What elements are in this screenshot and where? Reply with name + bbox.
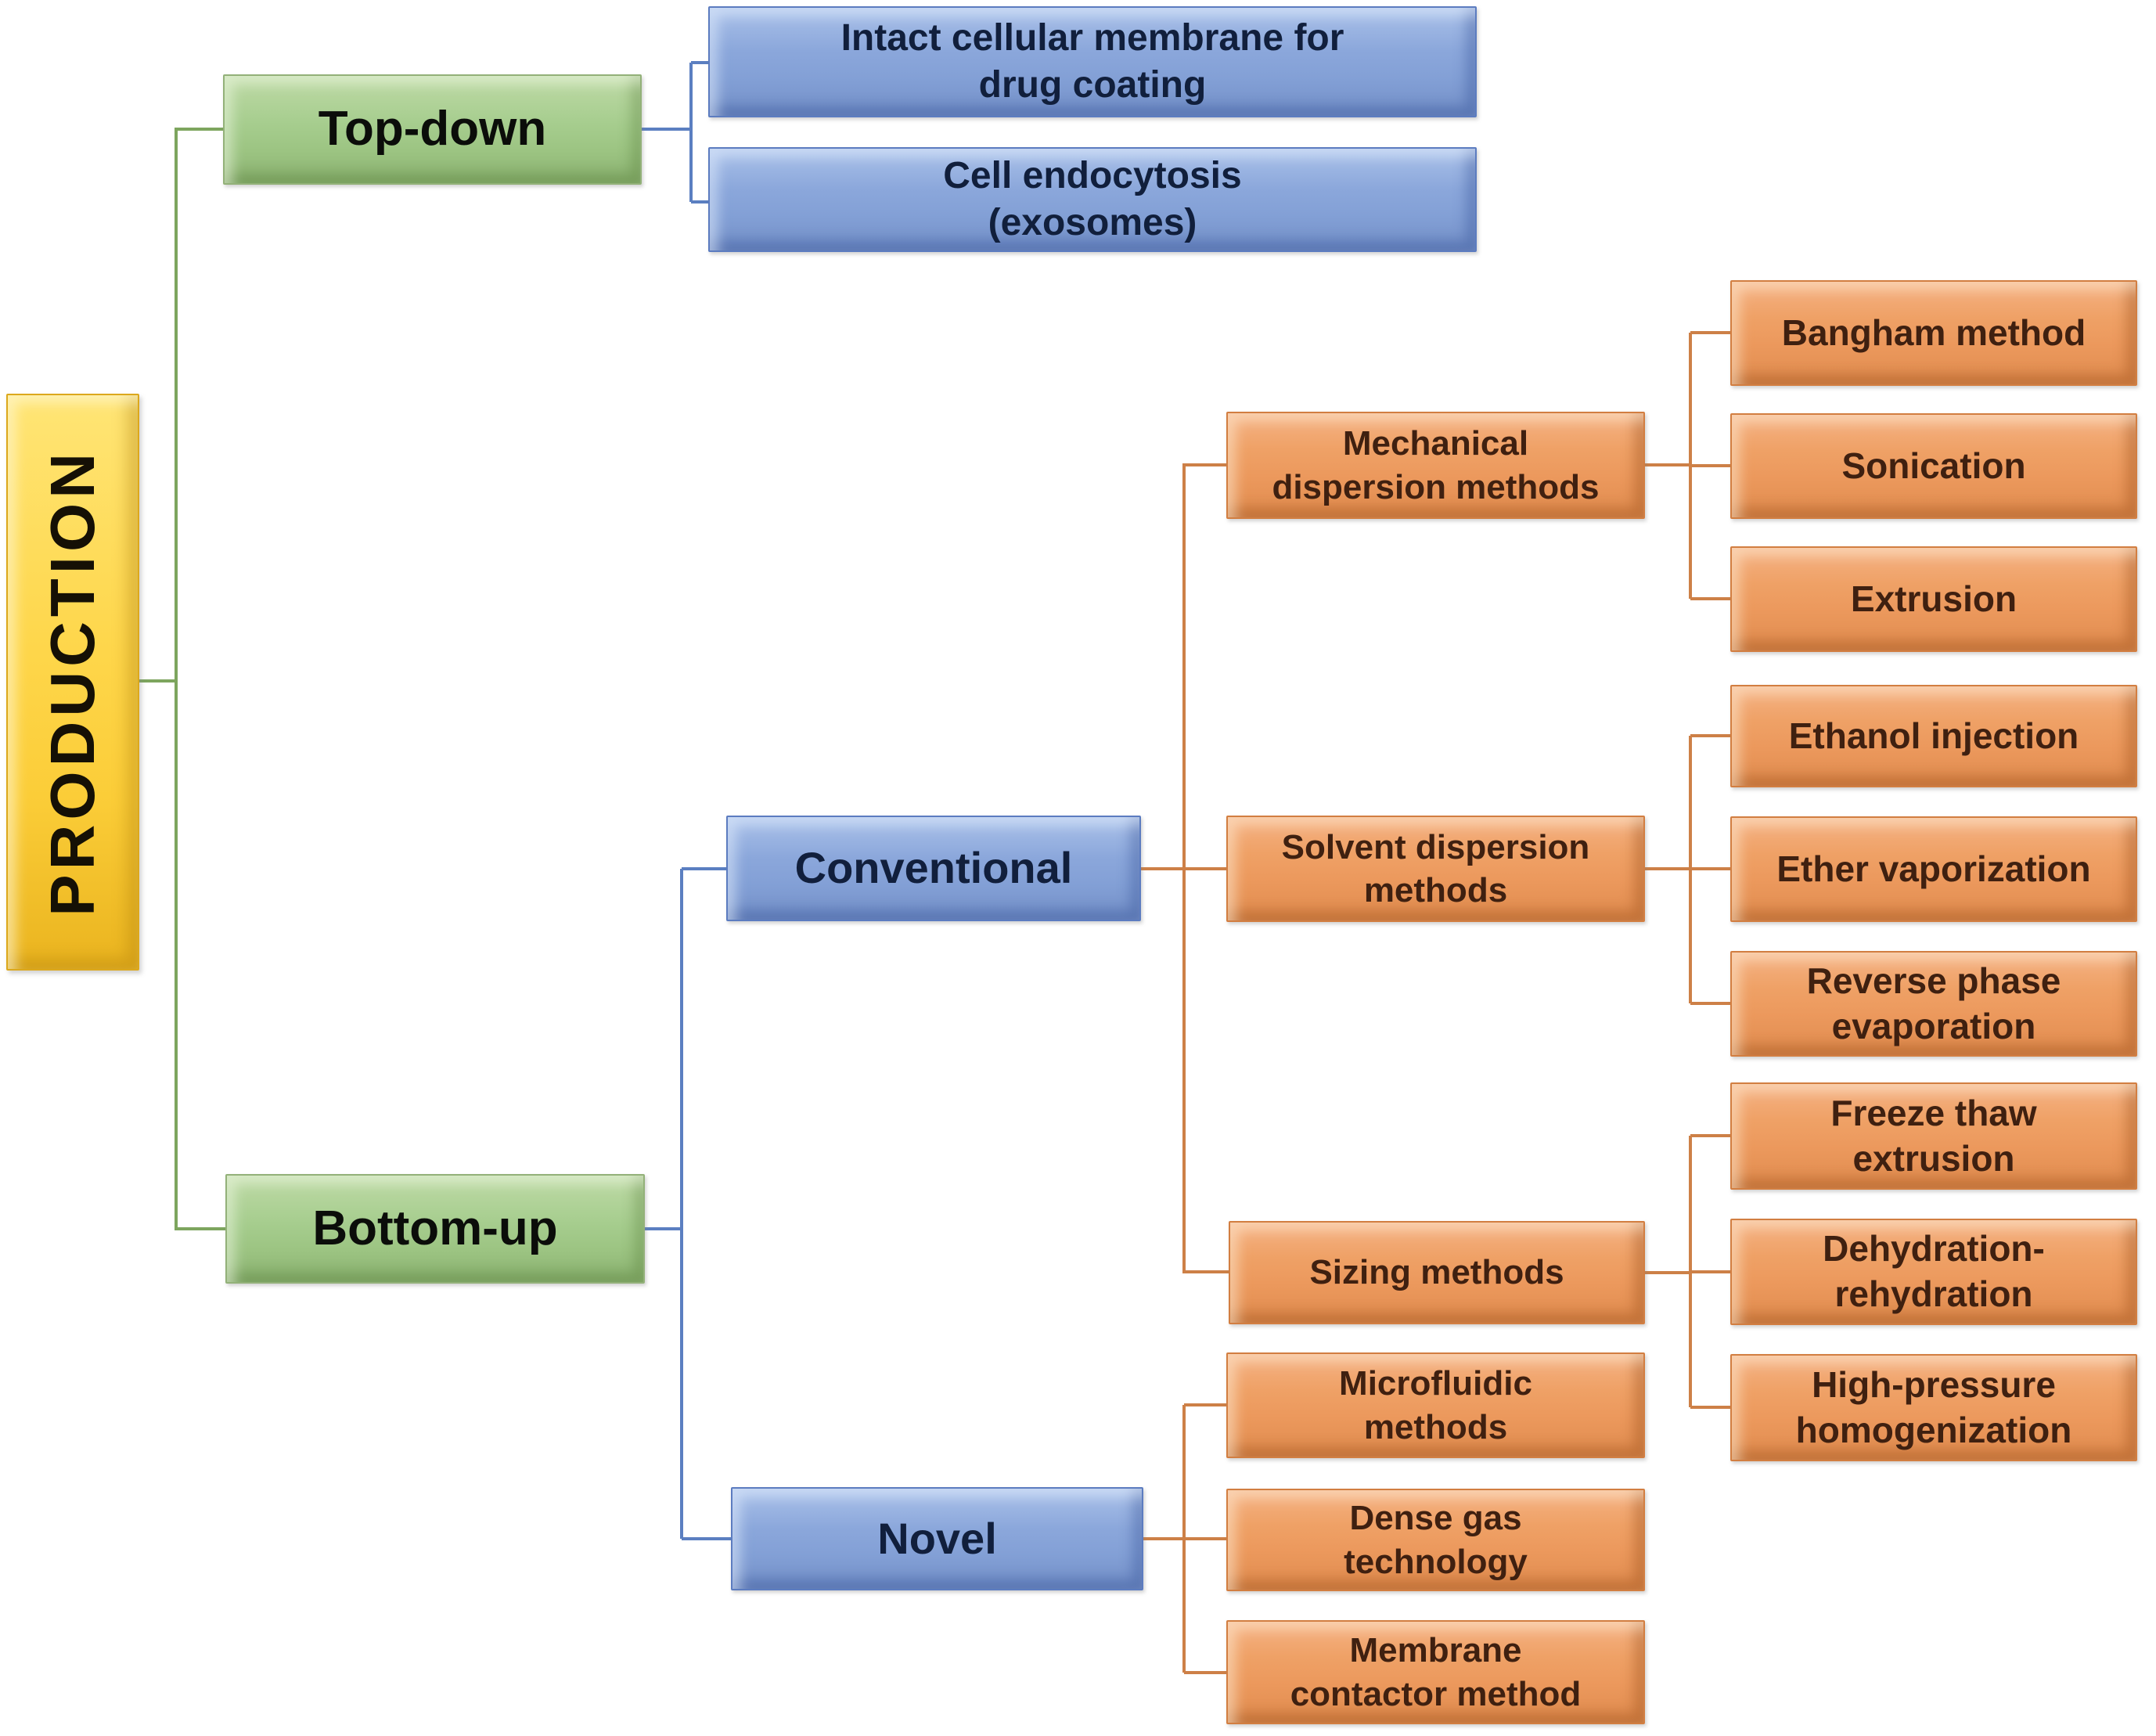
green-connectors	[139, 128, 225, 1230]
node-ethanol-injection: Ethanol injection	[1730, 685, 2137, 787]
node-microfluidic-methods: Microfluidic methods	[1226, 1352, 1645, 1458]
node-intact-cellular-membrane-label: Intact cellular membrane for drug coatin…	[840, 16, 1344, 106]
blue-connectors	[642, 61, 731, 1540]
node-solvent-dispersion-methods-label: Solvent dispersion methods	[1281, 827, 1590, 909]
node-sonication: Sonication	[1730, 413, 2137, 519]
node-mechanical-dispersion-methods: Mechanical dispersion methods	[1226, 412, 1645, 519]
node-bangham-method-label: Bangham method	[1781, 312, 2086, 353]
node-freeze-thaw-extrusion-label: Freeze thaw extrusion	[1830, 1092, 2037, 1179]
node-ethanol-injection-label: Ethanol injection	[1788, 715, 2079, 756]
node-reverse-phase-evaporation-label: Reverse phase evaporation	[1806, 960, 2061, 1046]
node-cell-endocytosis: Cell endocytosis (exosomes)	[708, 147, 1477, 252]
node-mechanical-dispersion-methods-label: Mechanical dispersion methods	[1272, 424, 1600, 506]
node-bottom-up-label: Bottom-up	[312, 1201, 558, 1255]
node-production: PRODUCTION	[6, 394, 139, 971]
node-high-pressure-homogenization-label: High-pressure homogenization	[1795, 1363, 2072, 1450]
node-dehydration-rehydration-label: Dehydration- rehydration	[1823, 1228, 2045, 1314]
node-dehydration-rehydration: Dehydration- rehydration	[1730, 1219, 2137, 1325]
node-extrusion-label: Extrusion	[1850, 578, 2017, 619]
node-high-pressure-homogenization: High-pressure homogenization	[1730, 1354, 2137, 1461]
node-sizing-methods-label: Sizing methods	[1309, 1253, 1564, 1292]
orange-connectors	[1141, 331, 1730, 1674]
node-conventional: Conventional	[726, 816, 1141, 921]
node-novel-label: Novel	[877, 1513, 997, 1563]
node-cell-endocytosis-label: Cell endocytosis (exosomes)	[943, 154, 1242, 243]
node-intact-cellular-membrane: Intact cellular membrane for drug coatin…	[708, 6, 1477, 117]
node-ether-vaporization-label: Ether vaporization	[1776, 848, 2091, 889]
node-top-down: Top-down	[223, 74, 642, 185]
node-sizing-methods: Sizing methods	[1229, 1221, 1645, 1324]
node-top-down-label: Top-down	[318, 102, 547, 157]
node-conventional-label: Conventional	[794, 843, 1073, 893]
node-freeze-thaw-extrusion: Freeze thaw extrusion	[1730, 1082, 2137, 1190]
node-membrane-contactor-method-label: Membrane contactor method	[1290, 1631, 1582, 1713]
node-microfluidic-methods-label: Microfluidic methods	[1339, 1364, 1532, 1446]
node-sonication-label: Sonication	[1841, 445, 2026, 486]
node-novel: Novel	[731, 1487, 1143, 1590]
node-extrusion: Extrusion	[1730, 546, 2137, 652]
node-bottom-up: Bottom-up	[225, 1174, 645, 1284]
node-reverse-phase-evaporation: Reverse phase evaporation	[1730, 951, 2137, 1057]
node-dense-gas-technology-label: Dense gas technology	[1344, 1499, 1528, 1581]
node-dense-gas-technology: Dense gas technology	[1226, 1489, 1645, 1591]
node-membrane-contactor-method: Membrane contactor method	[1226, 1620, 1645, 1724]
node-bangham-method: Bangham method	[1730, 280, 2137, 386]
node-solvent-dispersion-methods: Solvent dispersion methods	[1226, 816, 1645, 922]
node-production-label: PRODUCTION	[37, 448, 107, 917]
node-ether-vaporization: Ether vaporization	[1730, 816, 2137, 922]
